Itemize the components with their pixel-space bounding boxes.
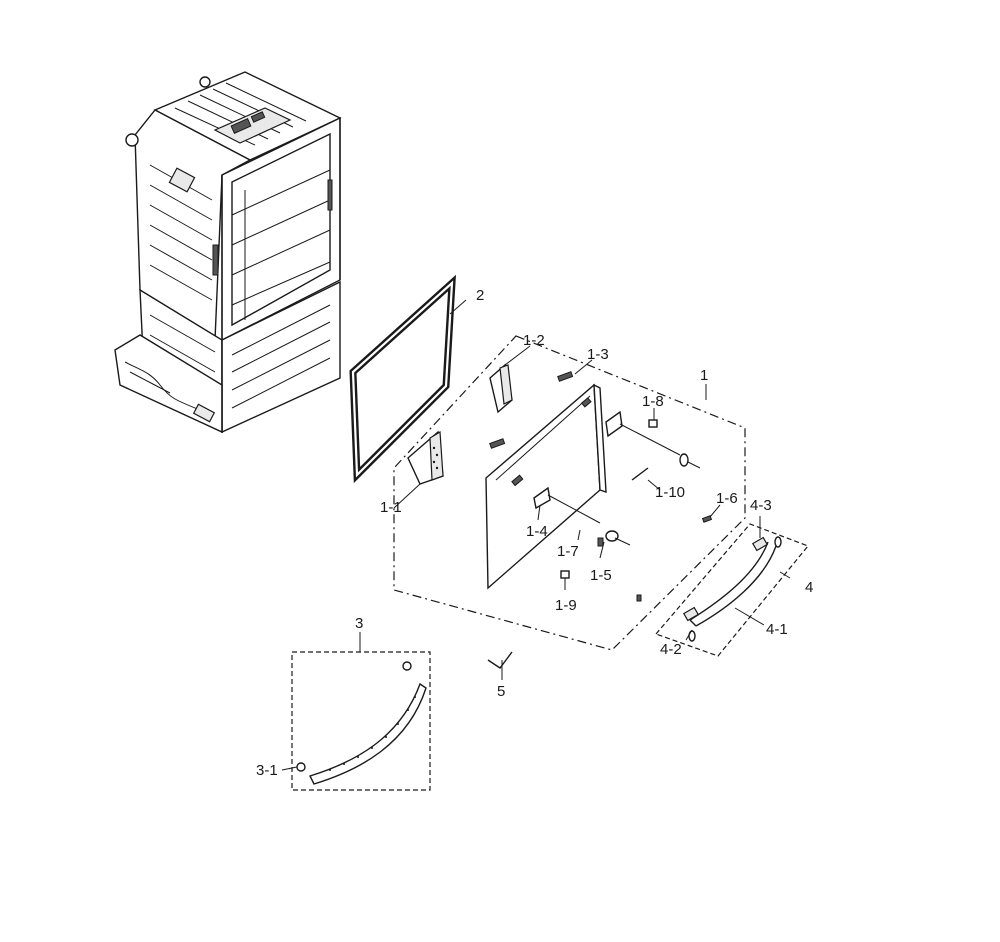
part-1-6-screw [701, 515, 713, 523]
callout-1-5: 1-5 [590, 567, 612, 584]
callout-1-6: 1-6 [716, 490, 738, 507]
part-1-3-pin [557, 371, 574, 382]
callout-1-2: 1-2 [523, 332, 545, 349]
part-5-pin [487, 651, 513, 669]
part-3-1-screw [296, 762, 306, 772]
callout-1-9: 1-9 [555, 597, 577, 614]
part-1-9-cap [560, 570, 570, 579]
callout-1: 1 [700, 367, 708, 384]
part-1-4-bracket [533, 486, 601, 524]
part-3-screw-top [402, 661, 412, 671]
callout-4-2: 4-2 [660, 641, 682, 658]
part-4-2-screw [688, 630, 696, 642]
part-1-8-clip [605, 410, 681, 456]
callout-4-3: 4-3 [750, 497, 772, 514]
door-handle-4-1 [689, 541, 777, 627]
callout-1-8: 1-8 [642, 393, 664, 410]
door-gasket [349, 274, 456, 484]
door-panel [485, 383, 607, 590]
part-1-7-rod-small [489, 438, 506, 449]
callout-1-1: 1-1 [380, 499, 402, 516]
part-4-2-cap [682, 606, 700, 622]
part-3-outline [291, 651, 431, 791]
door-handle-3 [309, 682, 427, 785]
leader-lines [281, 299, 791, 771]
hinge-bracket-1-2 [489, 363, 513, 414]
refrigerator-cabinet [114, 71, 342, 434]
callout-1-10: 1-10 [655, 484, 685, 501]
part-4-3-cap [751, 536, 769, 552]
part-1-10-pin [631, 453, 701, 481]
callout-3-1: 3-1 [256, 762, 278, 779]
callout-1-3: 1-3 [587, 346, 609, 363]
callout-4: 4 [805, 579, 813, 596]
part-1-5-bracket [597, 530, 631, 547]
part-bottom-pin [636, 594, 642, 602]
callout-4-1: 4-1 [766, 621, 788, 638]
hinge-bracket-1-1 [407, 430, 444, 485]
part-4-3-screw [774, 536, 782, 548]
callout-5: 5 [497, 683, 505, 700]
callout-2: 2 [476, 287, 484, 304]
callout-labels: 1 1-1 1-2 1-3 1-4 1-5 1-6 1-7 1-8 1-9 1-… [256, 287, 813, 779]
part-4-outline [654, 523, 809, 657]
callout-1-4: 1-4 [526, 523, 548, 540]
callout-3: 3 [355, 615, 363, 632]
callout-1-7: 1-7 [557, 543, 579, 560]
